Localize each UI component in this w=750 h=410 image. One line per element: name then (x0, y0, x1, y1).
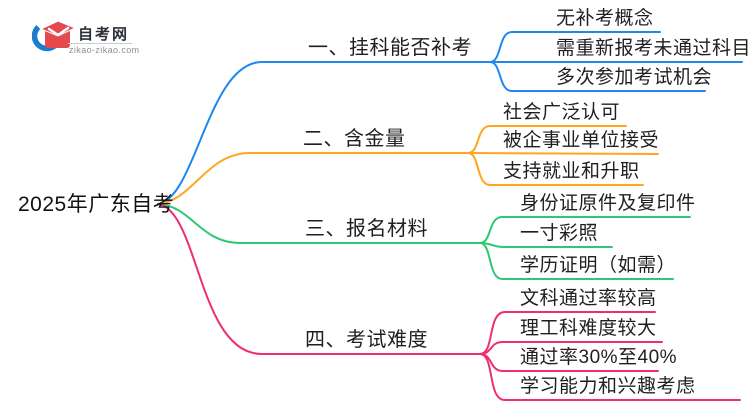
leaf-node-1-3[interactable]: 多次参加考试机会 (556, 67, 713, 88)
branch-node-3[interactable]: 三、报名材料 (305, 218, 428, 240)
logo-title: 自考网 (78, 26, 130, 43)
leaf-node-3-1[interactable]: 身份证原件及复印件 (520, 193, 696, 214)
leaf-node-3-2[interactable]: 一寸彩照 (520, 223, 599, 244)
graduation-cap-icon (32, 20, 76, 52)
branch-2-connectors (157, 125, 659, 205)
leaf-node-4-3[interactable]: 通过率30%至40% (520, 347, 678, 368)
site-logo: 自考网 zikao-zikao.com (32, 16, 142, 56)
leaf-node-3-3[interactable]: 学历证明（如需） (520, 255, 677, 276)
leaf-node-2-1[interactable]: 社会广泛认可 (503, 102, 621, 123)
branch-4-connectors (157, 203, 741, 401)
leaf-node-2-3[interactable]: 支持就业和升职 (503, 161, 640, 182)
branch-1-connectors (157, 31, 743, 205)
leaf-node-1-1[interactable]: 无补考概念 (556, 8, 654, 29)
branch-node-1[interactable]: 一、挂科能否补考 (308, 37, 472, 59)
leaf-node-4-4[interactable]: 学习能力和兴趣考虑 (520, 376, 696, 397)
branch-3-connectors (157, 203, 691, 280)
leaf-node-4-2[interactable]: 理工科难度较大 (520, 318, 657, 339)
branch-node-4[interactable]: 四、考试难度 (305, 329, 428, 351)
logo-domain: zikao-zikao.com (69, 45, 140, 55)
branch-node-2[interactable]: 二、含金量 (303, 128, 406, 150)
leaf-node-1-2[interactable]: 需重新报考未通过科目 (556, 38, 750, 59)
root-node[interactable]: 2025年广东自考 (18, 193, 175, 216)
leaf-node-4-1[interactable]: 文科通过率较高 (520, 288, 657, 309)
leaf-node-2-2[interactable]: 被企事业单位接受 (503, 130, 660, 151)
logo-divider (68, 43, 132, 44)
